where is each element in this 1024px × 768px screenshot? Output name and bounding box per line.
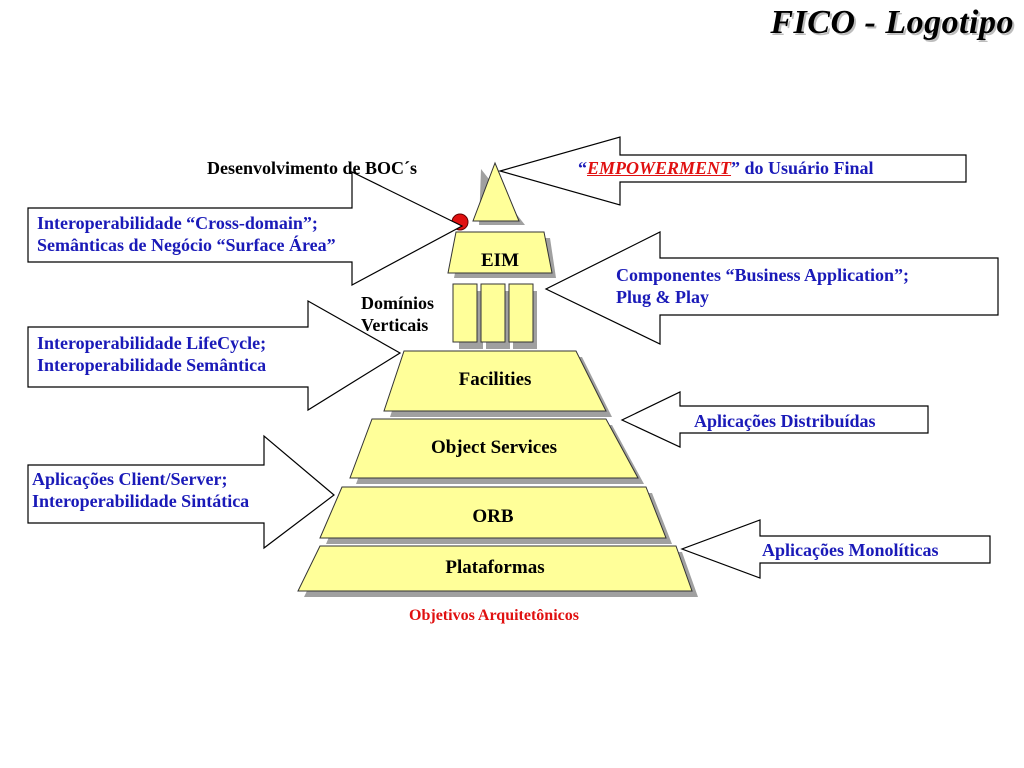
callout-cross-domain: Interoperabilidade “Cross-domain”; Semân… <box>37 212 336 256</box>
callout-componentes: Componentes “Business Application”; Plug… <box>616 264 909 308</box>
arrow-monoliticas <box>680 519 991 579</box>
callout-distribuidas: Aplicações Distribuídas <box>694 411 876 431</box>
callout-client-server-line-2: Interoperabilidade Sintática <box>32 491 250 511</box>
facilities-label: Facilities <box>458 369 532 390</box>
callout-componentes-line-2: Plug & Play <box>616 287 709 307</box>
dominios-line-1: Domínios <box>361 293 435 313</box>
empowerment-open-quote: “ <box>578 158 587 178</box>
arrow-lifecycle <box>27 299 402 412</box>
orb-layer <box>319 486 667 539</box>
eim-label: EIM <box>481 250 519 271</box>
apex-triangle <box>472 161 520 222</box>
dominios-line-2: Verticais <box>361 315 429 335</box>
right-arrows <box>497 136 999 579</box>
object-services-layer <box>349 418 639 479</box>
domain-col-2 <box>480 283 506 343</box>
orb-label: ORB <box>472 506 514 527</box>
left-arrows <box>27 171 464 550</box>
dominios-verticais-label: Domínios Verticais <box>361 292 434 336</box>
callout-client-server-line-1: Aplicações Client/Server; <box>32 469 228 489</box>
diagram-caption: Objetivos Arquitetônicos <box>409 607 579 624</box>
callout-lifecycle-line-2: Interoperabilidade Semântica <box>37 355 267 375</box>
facilities-layer <box>383 350 607 412</box>
arrow-distribuidas <box>620 391 929 448</box>
page-title: FICO - Logotipo <box>770 4 1014 41</box>
callout-empowerment: “EMPOWERMENT” do Usuário Final <box>578 157 874 179</box>
callout-lifecycle-line-1: Interoperabilidade LifeCycle; <box>37 333 267 353</box>
arrow-cross-domain <box>27 171 464 287</box>
arrow-componentes <box>544 231 999 345</box>
arrow-empowerment <box>497 136 967 206</box>
plataformas-layer <box>297 545 693 592</box>
arrow-client-server <box>27 434 335 550</box>
callout-monoliticas: Aplicações Monolíticas <box>762 540 939 560</box>
callout-client-server: Aplicações Client/Server; Interoperabili… <box>32 468 249 512</box>
object-services-label: Object Services <box>430 437 558 458</box>
empowerment-rest: ” do Usuário Final <box>731 158 874 178</box>
callout-componentes-line-1: Componentes “Business Application”; <box>616 265 910 285</box>
domain-col-1 <box>452 283 478 343</box>
plataformas-label: Plataformas <box>445 557 545 578</box>
callout-lifecycle: Interoperabilidade LifeCycle; Interopera… <box>37 332 266 376</box>
callout-cross-domain-line-2: Semânticas de Negócio “Surface Área” <box>37 235 336 255</box>
top-label: Desenvolvimento de BOC´s <box>207 158 417 178</box>
callout-cross-domain-line-1: Interoperabilidade “Cross-domain”; <box>37 213 318 233</box>
empowerment-word: EMPOWERMENT <box>587 158 732 178</box>
layer-shapes <box>297 161 693 592</box>
domain-col-3 <box>508 283 534 343</box>
eim-layer <box>447 231 553 274</box>
